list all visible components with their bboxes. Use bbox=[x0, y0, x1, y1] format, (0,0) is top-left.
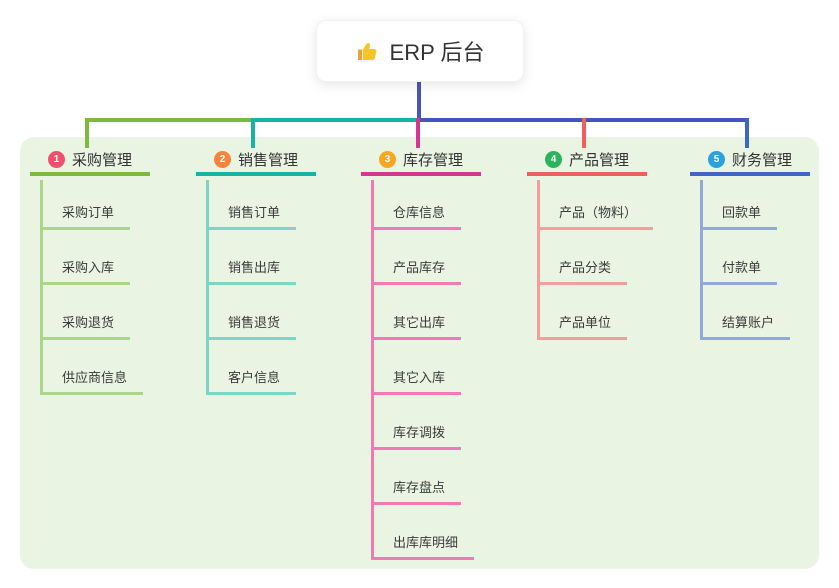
root-trunk-line bbox=[417, 81, 421, 122]
child-node[interactable]: 产品单位 bbox=[540, 312, 628, 340]
child-node[interactable]: 库存调拨 bbox=[374, 422, 462, 450]
child-node-row: 仓库信息 bbox=[374, 180, 474, 230]
child-node[interactable]: 出库库明细 bbox=[374, 532, 475, 560]
branch-children-group: 产品（物料） 产品分类产品单位 bbox=[537, 180, 654, 340]
branch-drop-line-2 bbox=[251, 118, 255, 148]
branch-children-group: 销售订单销售出库销售退货客户信息 bbox=[206, 180, 297, 395]
branch-number-badge: 3 bbox=[378, 150, 396, 168]
child-node-row: 产品分类 bbox=[540, 230, 653, 285]
child-node-row: 付款单 bbox=[703, 230, 790, 285]
child-node[interactable]: 产品分类 bbox=[540, 257, 628, 285]
child-node[interactable]: 客户信息 bbox=[209, 367, 297, 395]
branch-node-label: 产品管理 bbox=[568, 151, 629, 169]
branch-number-badge: 1 bbox=[47, 150, 65, 168]
child-node-row: 其它入库 bbox=[374, 340, 474, 395]
bus-segment-left-teal bbox=[251, 118, 419, 122]
child-node-row: 其它出库 bbox=[374, 285, 474, 340]
child-node-row: 客户信息 bbox=[209, 340, 297, 395]
branch-node-4[interactable]: 4 产品管理 bbox=[527, 146, 647, 176]
child-node[interactable]: 结算账户 bbox=[703, 312, 791, 340]
child-node-row: 销售退货 bbox=[209, 285, 297, 340]
branch-drop-line-4 bbox=[582, 118, 586, 148]
child-node[interactable]: 回款单 bbox=[703, 202, 778, 230]
child-node[interactable]: 销售退货 bbox=[209, 312, 297, 340]
child-node-row: 产品库存 bbox=[374, 230, 474, 285]
branch-node-label: 采购管理 bbox=[71, 151, 132, 169]
branch-node-label: 财务管理 bbox=[731, 151, 792, 169]
child-node-row: 采购订单 bbox=[43, 180, 143, 230]
child-node[interactable]: 产品（物料） bbox=[540, 202, 654, 230]
child-node-row: 回款单 bbox=[703, 180, 790, 230]
branch-node-label: 库存管理 bbox=[402, 151, 463, 169]
branch-number-badge: 2 bbox=[213, 150, 231, 168]
root-node-label: ERP 后台 bbox=[389, 40, 485, 65]
child-node[interactable]: 销售订单 bbox=[209, 202, 297, 230]
child-node[interactable]: 其它入库 bbox=[374, 367, 462, 395]
branch-number-badge: 5 bbox=[707, 150, 725, 168]
child-node[interactable]: 库存盘点 bbox=[374, 477, 462, 505]
branch-drop-line-5 bbox=[745, 118, 749, 148]
child-node-row: 库存盘点 bbox=[374, 450, 474, 505]
branch-drop-line-3 bbox=[416, 118, 420, 148]
branch-node-label: 销售管理 bbox=[237, 151, 298, 169]
child-node-row: 出库库明细 bbox=[374, 505, 475, 560]
branch-node-1[interactable]: 1 采购管理 bbox=[30, 146, 150, 176]
child-node-row: 销售出库 bbox=[209, 230, 297, 285]
bus-segment-left-green bbox=[85, 118, 255, 122]
child-node-row: 库存调拨 bbox=[374, 395, 474, 450]
child-node[interactable]: 采购订单 bbox=[43, 202, 131, 230]
child-node-row: 销售订单 bbox=[209, 180, 297, 230]
thumbs-up-icon bbox=[356, 39, 380, 63]
branch-children-group: 回款单付款单结算账户 bbox=[700, 180, 791, 340]
child-node-row: 供应商信息 bbox=[43, 340, 144, 395]
child-node[interactable]: 产品库存 bbox=[374, 257, 462, 285]
branch-children-group: 仓库信息产品库存其它出库其它入库库存调拨库存盘点出库库明细 bbox=[371, 180, 475, 560]
child-node[interactable]: 销售出库 bbox=[209, 257, 297, 285]
child-node[interactable]: 付款单 bbox=[703, 257, 778, 285]
branch-drop-line-1 bbox=[85, 118, 89, 148]
child-node[interactable]: 仓库信息 bbox=[374, 202, 462, 230]
child-node-row: 产品单位 bbox=[540, 285, 653, 340]
branch-children-group: 采购订单采购入库采购退货供应商信息 bbox=[40, 180, 144, 395]
branch-node-2[interactable]: 2 销售管理 bbox=[196, 146, 316, 176]
child-node-row: 采购入库 bbox=[43, 230, 143, 285]
branch-node-5[interactable]: 5 财务管理 bbox=[690, 146, 810, 176]
branch-number-badge: 4 bbox=[544, 150, 562, 168]
mindmap-background-panel bbox=[20, 137, 819, 569]
child-node[interactable]: 采购入库 bbox=[43, 257, 131, 285]
child-node[interactable]: 采购退货 bbox=[43, 312, 131, 340]
child-node-row: 产品（物料） bbox=[540, 180, 654, 230]
root-node[interactable]: ERP 后台 bbox=[316, 20, 524, 82]
child-node[interactable]: 供应商信息 bbox=[43, 367, 144, 395]
child-node-row: 采购退货 bbox=[43, 285, 143, 340]
branch-node-3[interactable]: 3 库存管理 bbox=[361, 146, 481, 176]
child-node[interactable]: 其它出库 bbox=[374, 312, 462, 340]
child-node-row: 结算账户 bbox=[703, 285, 791, 340]
